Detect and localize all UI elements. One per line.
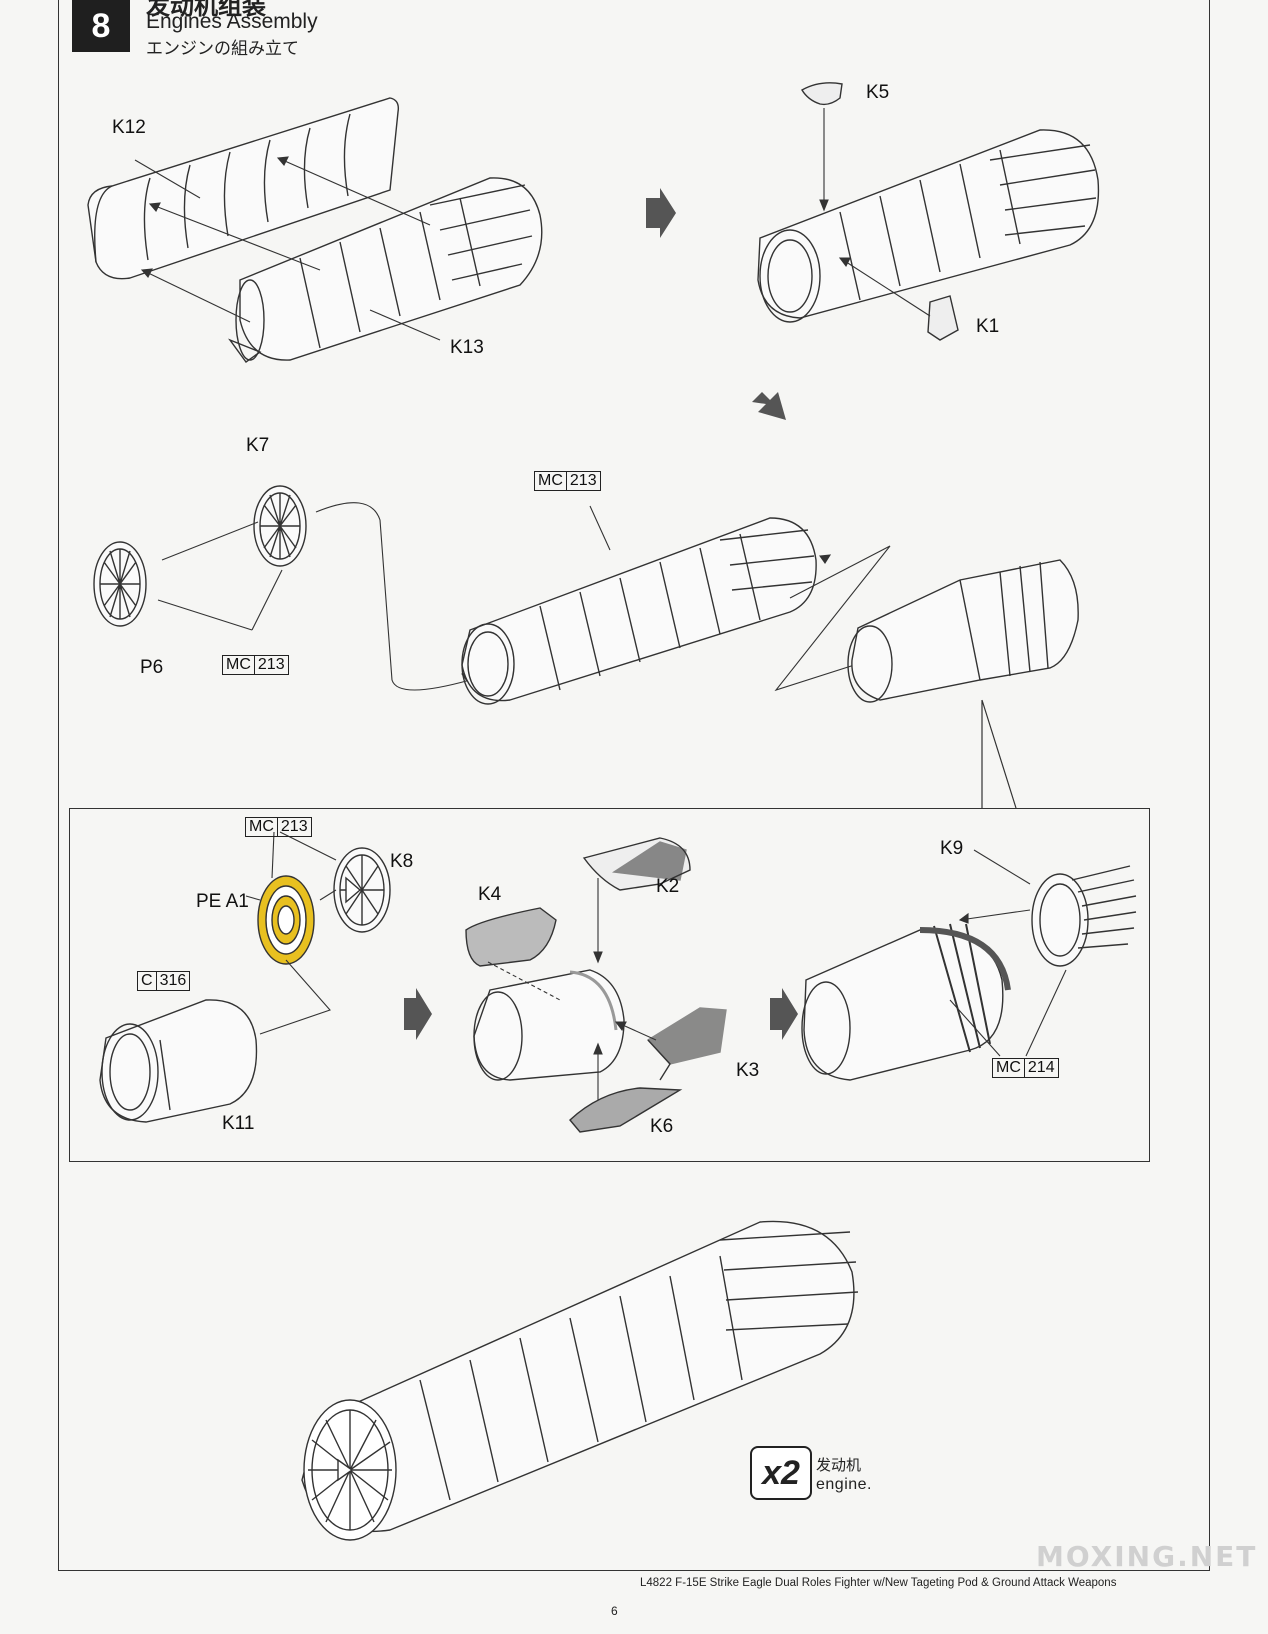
paint-ref-code: MC	[992, 1058, 1025, 1078]
quantity-badge: x2	[750, 1446, 812, 1500]
sub-assembly-inset	[69, 808, 1150, 1162]
fan-disc-k8	[333, 847, 391, 933]
label-k9: K9	[940, 838, 964, 859]
part-k4	[465, 907, 557, 967]
step-number-badge: 8	[72, 0, 130, 52]
paint-ref-mc213-inset: MC 213	[245, 817, 312, 837]
engine-core-k13	[228, 177, 543, 363]
page-frame	[58, 0, 1210, 1571]
nozzle-mc214	[801, 923, 1011, 1081]
label-k8: K8	[390, 851, 414, 872]
paint-ref-number: 214	[1024, 1058, 1059, 1078]
label-k7: K7	[246, 435, 270, 456]
engine-final-assembly	[301, 1220, 859, 1541]
paint-ref-mc213-top: MC 213	[534, 471, 601, 491]
exhaust-nozzle-tube	[847, 559, 1079, 703]
step-title-jp: エンジンの組み立て	[146, 39, 299, 58]
label-k5: K5	[866, 82, 890, 103]
nozzle-base-assembly	[473, 969, 625, 1081]
part-k6	[569, 1087, 683, 1133]
photo-etch-ring-pe-a1	[257, 875, 315, 965]
label-k13: K13	[450, 337, 484, 358]
watermark: MOXING.NET	[1036, 1540, 1258, 1573]
fan-disc-p6	[93, 541, 147, 627]
label-k11: K11	[222, 1113, 255, 1134]
step-arrow-right-3	[770, 988, 798, 1040]
paint-ref-c316: C 316	[137, 971, 191, 991]
step-title-cn: 发动机组装	[146, 0, 266, 20]
label-k6: K6	[650, 1116, 674, 1137]
label-k3: K3	[736, 1060, 760, 1081]
paint-ref-mc214: MC 214	[992, 1058, 1059, 1078]
quantity-label-cn: 发动机	[816, 1457, 862, 1474]
paint-ref-number: 316	[156, 971, 191, 991]
engine-mc213	[461, 517, 817, 705]
label-k1: K1	[976, 316, 1000, 337]
step-title-en: Engines Assembly	[146, 10, 318, 33]
step-arrow-right-1	[646, 188, 676, 238]
paint-ref-code: C	[137, 971, 157, 991]
intake-ring-k11	[99, 999, 258, 1123]
paint-ref-number: 213	[566, 471, 601, 491]
step-arrow-right-2	[404, 988, 432, 1040]
label-k2: K2	[656, 876, 680, 897]
paint-ref-code: MC	[534, 471, 567, 491]
paint-ref-code: MC	[222, 655, 255, 675]
paint-ref-number: 213	[277, 817, 312, 837]
label-k12: K12	[112, 117, 146, 138]
engine-half-shell-k12	[87, 97, 400, 280]
nozzle-petals-k9	[1031, 865, 1137, 967]
paint-ref-mc213-left: MC 213	[222, 655, 289, 675]
step-arrow-diagonal	[752, 392, 786, 420]
fan-disc-k7	[253, 485, 307, 567]
label-pe-a1: PE A1	[196, 891, 249, 912]
part-k1	[927, 295, 959, 341]
paint-ref-number: 213	[254, 655, 289, 675]
label-k4: K4	[478, 884, 502, 905]
paint-ref-code: MC	[245, 817, 278, 837]
page-number: 6	[611, 1604, 618, 1618]
quantity-label-en: engine.	[816, 1476, 872, 1493]
part-k5	[801, 82, 843, 106]
part-k2-mesh	[612, 841, 687, 881]
label-p6: P6	[140, 657, 164, 678]
footer-product-line: L4822 F-15E Strike Eagle Dual Roles Figh…	[640, 1577, 1117, 1589]
engine-assembled-top	[757, 129, 1100, 323]
